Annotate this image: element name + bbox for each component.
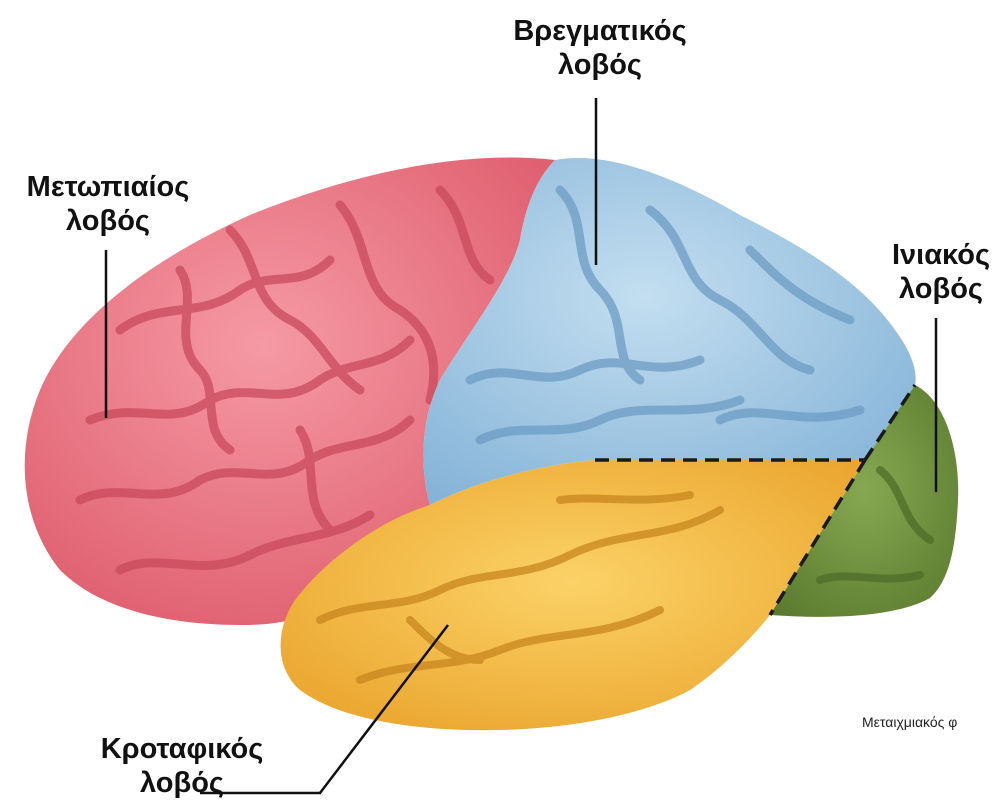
frontal-label-line2: λοβός	[18, 204, 198, 238]
caption-text: Μεταιχμιακός φ	[862, 714, 1006, 730]
parietal-label-line1: Βρεγματικός	[500, 14, 700, 48]
temporal-label-line1: Κροταφικός	[92, 732, 272, 766]
temporal-lobe-label: Κροταφικός λοβός	[92, 732, 272, 800]
frontal-lobe-label: Μετωπιαίος λοβός	[18, 170, 198, 238]
parietal-label-line2: λοβός	[500, 48, 700, 82]
frontal-label-line1: Μετωπιαίος	[18, 170, 198, 204]
occipital-label-line1: Ινιακός	[876, 238, 1006, 272]
occipital-label-line2: λοβός	[876, 272, 1006, 306]
occipital-lobe-label: Ινιακός λοβός	[876, 238, 1006, 306]
temporal-label-line2: λοβός	[92, 766, 272, 800]
parietal-lobe-label: Βρεγματικός λοβός	[500, 14, 700, 82]
